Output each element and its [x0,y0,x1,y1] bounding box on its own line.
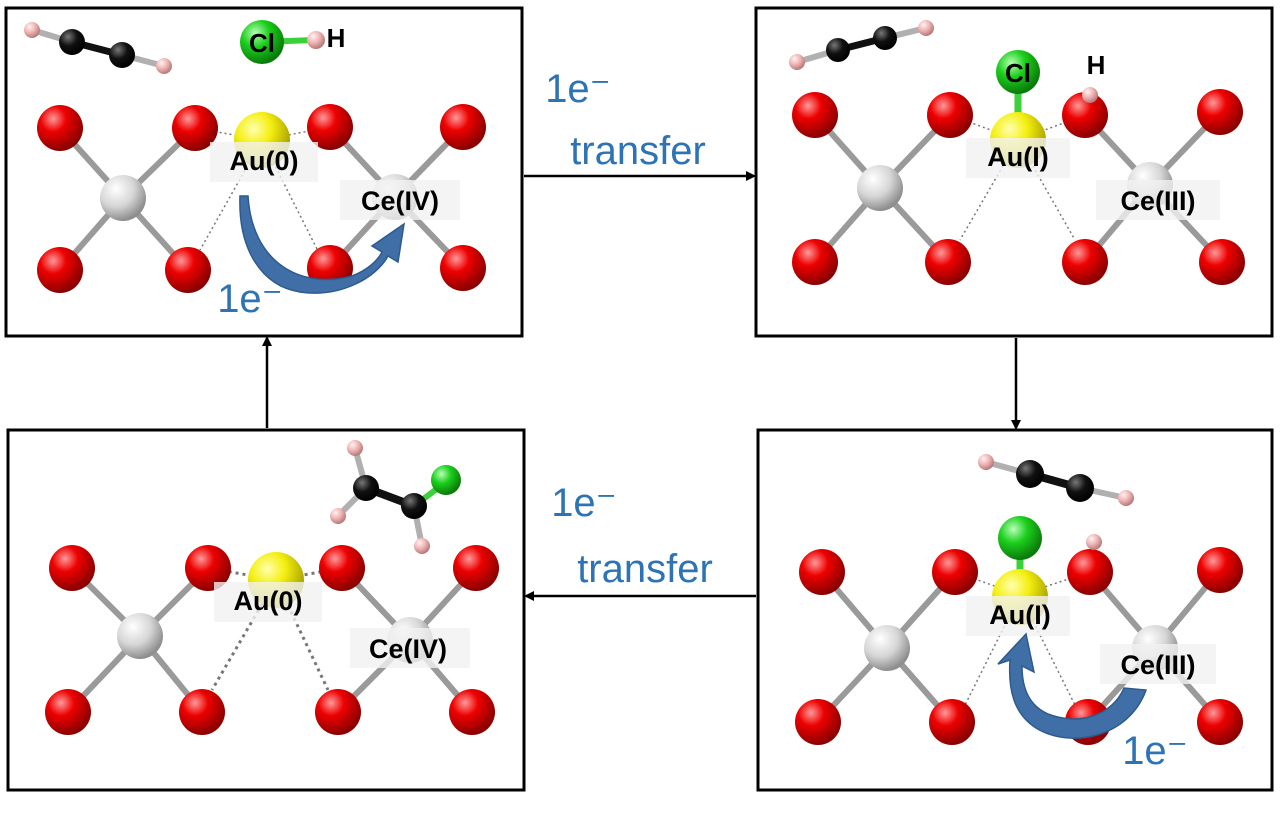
transfer-label-top: 1e⁻ transfer [545,67,706,173]
transfer-label-bottom: 1e⁻ transfer [551,481,713,591]
electron-transfer-arrow [997,632,1148,739]
chlorine-atom [996,50,1040,94]
ce-label: Ce(III) [1120,186,1195,216]
cycle-arrows [262,171,1021,601]
chlorine-label: Cl [1005,58,1031,88]
panel-top-left: Cl H [4,6,524,338]
vinyl-chloride-molecule [330,440,461,554]
au-label: Au(0) [234,586,303,616]
cerium-atom [100,175,146,221]
electron-label: 1e⁻ [1122,729,1188,773]
acetylene-molecule [978,454,1134,506]
panel-bottom-right: Au(I) Ce(III) 1e⁻ [756,428,1274,792]
au-label: Au(0) [230,146,299,176]
panel-top-right: Cl H Au(I) Ce(III) [754,6,1274,338]
ce-label: Ce(IV) [369,634,447,664]
au-label: Au(I) [989,600,1050,630]
transfer-line1: 1e⁻ [551,481,617,525]
oxygen-atoms [45,545,499,735]
electron-label: 1e⁻ [217,277,283,321]
chlorine-label: Cl [249,28,275,58]
au-label: Au(I) [987,142,1048,172]
ce-label: Ce(III) [1120,650,1195,680]
oxygen-atoms [792,89,1245,285]
cerium-atom [857,165,903,211]
acetylene-molecule [24,22,172,74]
acetylene-molecule [789,20,934,70]
ce-label: Ce(IV) [361,186,439,216]
cerium-atom [117,613,163,659]
hydrogen-label: H [327,23,346,53]
cerium-atom [864,625,910,671]
panel-bottom-left: Au(0) Ce(IV) [6,428,526,792]
transfer-line2: transfer [570,129,706,173]
oxygen-atoms [37,104,486,293]
transfer-line2: transfer [577,547,713,591]
transfer-line1: 1e⁻ [545,67,611,111]
chlorine-atom [998,516,1042,560]
hydrogen-label: H [1087,50,1106,80]
electron-transfer-arrow [239,195,406,294]
hcl-molecule: Cl H [240,20,345,64]
